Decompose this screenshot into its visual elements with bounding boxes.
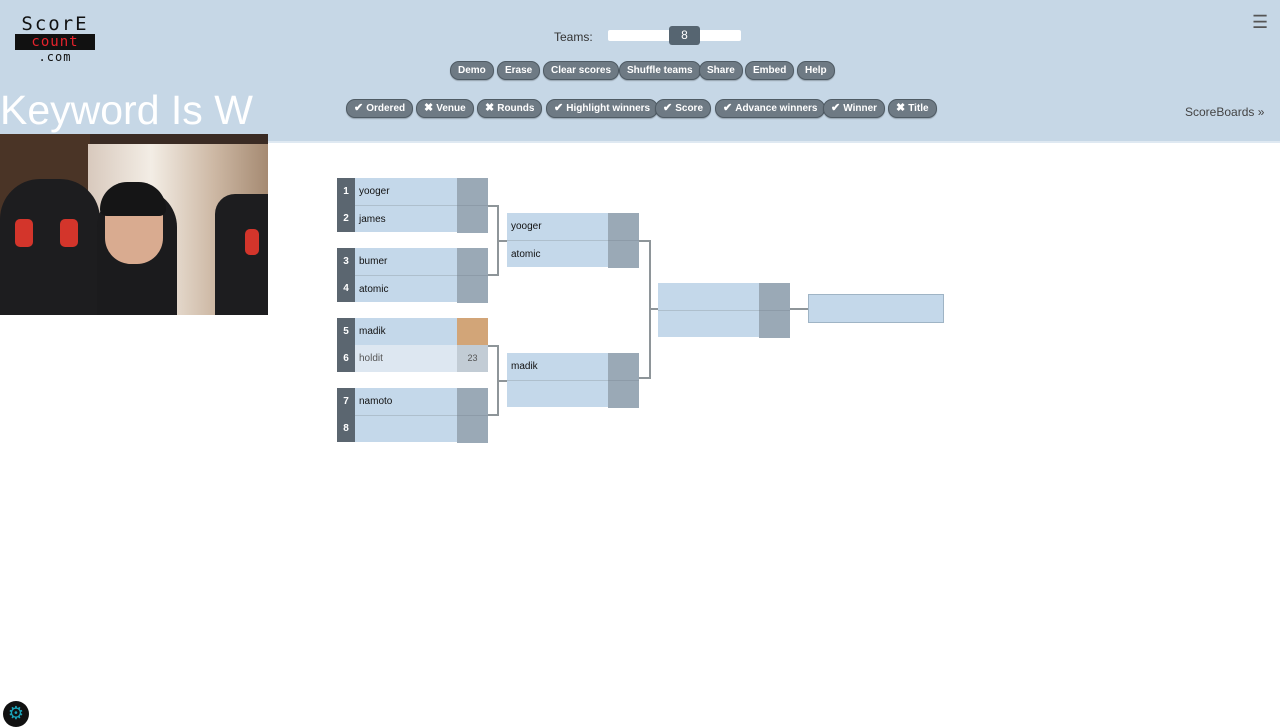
team-slot[interactable] bbox=[658, 310, 759, 337]
bracket-connector bbox=[488, 205, 499, 207]
bracket-connector bbox=[790, 308, 808, 310]
score-cell[interactable] bbox=[457, 178, 488, 205]
score-cell[interactable] bbox=[608, 213, 639, 240]
seed-number: 3 bbox=[337, 248, 355, 275]
toggle-label: Highlight winners bbox=[566, 103, 651, 114]
bracket-connector bbox=[488, 274, 499, 276]
toggle-venue[interactable]: ✖Venue bbox=[416, 99, 474, 118]
team-slot[interactable] bbox=[658, 283, 759, 310]
x-icon: ✖ bbox=[485, 102, 495, 114]
toggle-winner[interactable]: ✔Winner bbox=[823, 99, 886, 118]
score-cell[interactable] bbox=[759, 283, 790, 310]
webcam-overlay bbox=[0, 134, 268, 315]
team-slot[interactable]: atomic bbox=[507, 240, 608, 267]
bracket-connector bbox=[488, 345, 499, 347]
toggle-label: Title bbox=[908, 103, 929, 114]
bracket-connector bbox=[497, 380, 507, 382]
teams-label: Teams: bbox=[554, 30, 593, 44]
header-bar: ScorE count .com Teams: 8 Demo Erase Cle… bbox=[0, 0, 1280, 143]
score-cell[interactable]: 23 bbox=[457, 345, 488, 372]
toggle-label: Venue bbox=[436, 103, 466, 114]
logo-line3: .com bbox=[38, 50, 72, 64]
seed-number: 5 bbox=[337, 318, 355, 345]
team-slot[interactable]: atomic bbox=[355, 275, 457, 302]
logo-line2: count bbox=[15, 34, 95, 50]
embed-button[interactable]: Embed bbox=[745, 61, 795, 80]
bracket-connector bbox=[639, 240, 651, 242]
score-cell[interactable] bbox=[457, 388, 488, 415]
check-icon: ✔ bbox=[831, 102, 841, 114]
help-button[interactable]: Help bbox=[797, 61, 835, 80]
team-slot[interactable]: holdit bbox=[355, 345, 457, 372]
toggle-label: Advance winners bbox=[735, 103, 818, 114]
winner-slot[interactable] bbox=[808, 294, 944, 323]
logo-line1: ScorE bbox=[21, 13, 89, 35]
bracket-connector bbox=[649, 308, 658, 310]
seed-number: 2 bbox=[337, 205, 355, 232]
toggle-rounds[interactable]: ✖Rounds bbox=[477, 99, 543, 118]
seed-number: 6 bbox=[337, 345, 355, 372]
clear-scores-button[interactable]: Clear scores bbox=[543, 61, 620, 80]
check-icon: ✔ bbox=[723, 102, 733, 114]
score-cell[interactable] bbox=[457, 415, 488, 443]
share-button[interactable]: Share bbox=[699, 61, 743, 80]
seed-number: 8 bbox=[337, 415, 355, 442]
team-slot[interactable] bbox=[355, 415, 457, 442]
scoreboards-link[interactable]: ScoreBoards » bbox=[1185, 105, 1265, 119]
toggle-title[interactable]: ✖Title bbox=[888, 99, 937, 118]
score-cell-winner[interactable] bbox=[457, 318, 488, 345]
hamburger-menu-icon[interactable]: ☰ bbox=[1252, 12, 1269, 32]
toggle-label: Winner bbox=[843, 103, 878, 114]
teams-slider-handle[interactable]: 8 bbox=[669, 26, 700, 45]
check-icon: ✔ bbox=[663, 102, 673, 114]
team-slot[interactable] bbox=[507, 380, 608, 407]
erase-button[interactable]: Erase bbox=[497, 61, 541, 80]
score-cell[interactable] bbox=[457, 205, 488, 233]
score-cell[interactable] bbox=[457, 275, 488, 303]
settings-gear-icon[interactable]: ⚙ bbox=[3, 701, 29, 727]
score-cell[interactable] bbox=[608, 353, 639, 380]
score-cell[interactable] bbox=[759, 310, 790, 338]
demo-button[interactable]: Demo bbox=[450, 61, 494, 80]
bracket-connector bbox=[488, 414, 499, 416]
toggle-score[interactable]: ✔Score bbox=[655, 99, 712, 118]
scorecount-logo[interactable]: ScorE count .com bbox=[15, 14, 95, 64]
toggle-label: Score bbox=[675, 103, 704, 114]
check-icon: ✔ bbox=[354, 102, 364, 114]
bracket-connector bbox=[497, 240, 507, 242]
team-slot[interactable]: madik bbox=[507, 353, 608, 380]
seed-number: 7 bbox=[337, 388, 355, 415]
toggle-label: Rounds bbox=[497, 103, 535, 114]
x-icon: ✖ bbox=[424, 102, 434, 114]
stream-overlay-text: Keyword Is W bbox=[0, 87, 253, 133]
score-cell[interactable] bbox=[608, 240, 639, 268]
team-slot[interactable]: james bbox=[355, 205, 457, 232]
team-slot[interactable]: bumer bbox=[355, 248, 457, 275]
team-slot[interactable]: madik bbox=[355, 318, 457, 345]
team-slot[interactable]: namoto bbox=[355, 388, 457, 415]
toggle-highlight-winners[interactable]: ✔Highlight winners bbox=[546, 99, 659, 118]
toggle-label: Ordered bbox=[366, 103, 406, 114]
toggle-ordered[interactable]: ✔Ordered bbox=[346, 99, 414, 118]
score-cell[interactable] bbox=[608, 380, 639, 408]
team-slot[interactable]: yooger bbox=[355, 178, 457, 205]
bracket-connector bbox=[639, 377, 651, 379]
seed-number: 4 bbox=[337, 275, 355, 302]
toggle-advance-winners[interactable]: ✔Advance winners bbox=[715, 99, 826, 118]
team-slot[interactable]: yooger bbox=[507, 213, 608, 240]
seed-number: 1 bbox=[337, 178, 355, 205]
shuffle-teams-button[interactable]: Shuffle teams bbox=[619, 61, 701, 80]
x-icon: ✖ bbox=[896, 102, 906, 114]
score-cell[interactable] bbox=[457, 248, 488, 275]
check-icon: ✔ bbox=[554, 102, 564, 114]
